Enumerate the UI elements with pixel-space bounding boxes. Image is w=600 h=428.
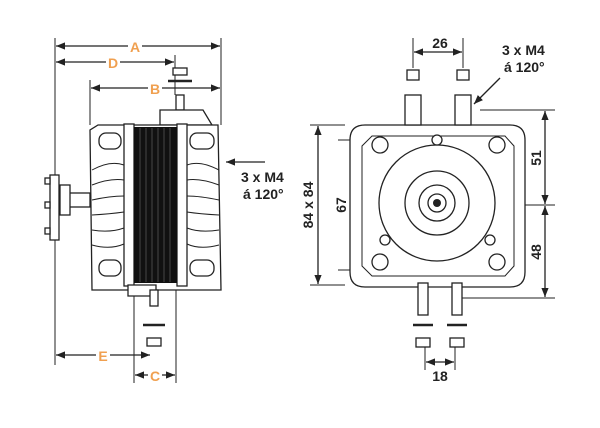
dimension-a-label: A [130, 39, 140, 55]
dimension-b-label: B [150, 81, 160, 97]
dimension-18-label: 18 [432, 368, 448, 384]
screw-icon [372, 254, 388, 270]
nut-icon [416, 338, 430, 347]
fan-flange [50, 175, 59, 240]
mount-note-line2: á 120° [243, 186, 284, 202]
dimension-d-label: D [108, 55, 118, 71]
dimension-c-label: C [150, 368, 160, 384]
tie-rod-slot [190, 133, 214, 149]
nut-icon [450, 338, 464, 347]
mount-hole-icon [380, 235, 390, 245]
nut-icon [173, 68, 187, 75]
terminal-stub [176, 95, 184, 110]
stator-stack [134, 127, 177, 283]
nut-icon [407, 70, 419, 80]
terminal-block [160, 110, 212, 125]
nut-icon [147, 338, 161, 346]
tie-rod-slot [99, 260, 121, 276]
screw-icon [489, 137, 505, 153]
dimension-51-label: 51 [528, 150, 544, 166]
terminal-top-left [405, 95, 421, 125]
dimension-48-label: 48 [528, 244, 544, 260]
terminal-top-right [455, 95, 471, 125]
dimension-67-label: 67 [333, 197, 349, 213]
terminal-bottom-left [418, 283, 428, 315]
side-view: A D B E C 3 x M4 á 120° [45, 37, 284, 384]
terminal-bottom-right [452, 283, 462, 315]
end-plate [124, 124, 134, 286]
tie-rod-slot [190, 260, 214, 276]
terminal-stub [150, 290, 158, 306]
end-plate [177, 124, 187, 286]
dimension-26-label: 26 [432, 35, 448, 51]
dimension-e-label: E [98, 348, 107, 364]
shaft-hub [60, 185, 70, 215]
dimension-84-label: 84 x 84 [300, 181, 316, 228]
mount-note-line2: á 120° [504, 59, 545, 75]
mount-note-line1: 3 x M4 [241, 169, 284, 185]
tie-rod-slot [99, 133, 121, 149]
mount-note-line1: 3 x M4 [502, 42, 545, 58]
nut-icon [457, 70, 469, 80]
screw-icon [489, 254, 505, 270]
front-view: 26 18 84 x 84 67 51 48 3 x M4 á 120° [300, 35, 555, 384]
screw-icon [372, 137, 388, 153]
mount-hole-icon [432, 135, 442, 145]
mount-hole-icon [485, 235, 495, 245]
motor-shaft [68, 193, 90, 207]
mount-arrow [474, 78, 500, 104]
